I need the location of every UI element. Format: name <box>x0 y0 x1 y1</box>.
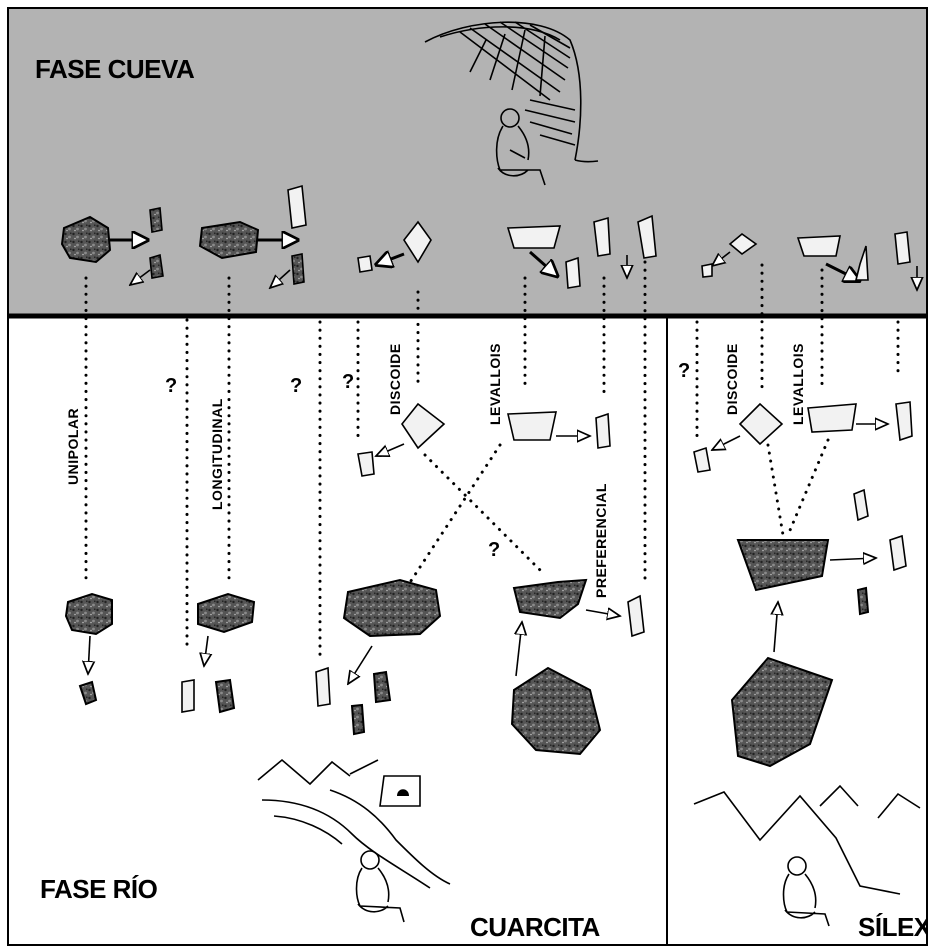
core-icon <box>808 404 856 432</box>
discoide-flint-label: DISCOIDE <box>724 343 740 415</box>
core-icon <box>508 226 560 248</box>
flake-icon <box>358 256 372 272</box>
mountain-icon <box>258 760 920 894</box>
flake-icon <box>890 536 906 570</box>
flake-icon <box>596 414 610 448</box>
core-icon <box>66 594 112 634</box>
river-phase-title: FASE RÍO <box>40 874 158 904</box>
unknown-mark: ? <box>290 375 302 397</box>
core-icon <box>732 658 832 766</box>
discoide-quartzite-label: DISCOIDE <box>387 343 403 415</box>
quartzite-title: CUARCITA <box>470 912 601 942</box>
core-icon <box>514 580 586 618</box>
core-icon <box>80 682 96 704</box>
unknown-mark: ? <box>678 360 690 382</box>
levallois-flint-label: LEVALLOIS <box>790 343 806 425</box>
flake-icon <box>292 254 304 284</box>
levallois-quartzite-label: LEVALLOIS <box>487 343 503 425</box>
core-icon <box>374 672 390 702</box>
flake-icon <box>896 402 912 440</box>
core-icon <box>740 404 782 444</box>
cave-icon <box>397 789 409 796</box>
flint-title: SÍLEX <box>858 912 928 942</box>
preferencial-label: PREFERENCIAL <box>593 483 609 598</box>
flake-icon <box>150 255 163 278</box>
unknown-mark: ? <box>342 371 354 393</box>
longitudinal-label: LONGITUDINAL <box>209 398 225 510</box>
flake-icon <box>854 490 868 520</box>
flake-icon <box>628 596 644 636</box>
core-icon <box>216 680 234 712</box>
flint-artefacts <box>694 402 912 766</box>
quartzite-artefacts <box>66 404 644 754</box>
river-icon <box>262 776 450 888</box>
core-icon <box>198 594 254 632</box>
cave-phase-title: FASE CUEVA <box>35 54 195 84</box>
flake-icon <box>358 452 374 476</box>
unknown-mark: ? <box>488 539 500 561</box>
flake-icon <box>566 258 580 288</box>
unknown-mark: ? <box>165 375 177 397</box>
core-icon <box>352 705 364 734</box>
flake-icon <box>316 668 330 706</box>
core-icon <box>344 580 440 636</box>
flake-icon <box>895 232 910 264</box>
flake-icon <box>702 264 712 277</box>
core-icon <box>858 588 868 614</box>
flake-icon <box>150 208 162 232</box>
core-icon <box>402 404 444 448</box>
flake-icon <box>182 680 194 712</box>
core-icon <box>738 540 828 590</box>
flake-icon <box>694 448 710 472</box>
core-icon <box>512 668 600 754</box>
core-icon <box>508 412 556 440</box>
core-icon <box>798 236 840 256</box>
unipolar-label: UNIPOLAR <box>65 408 81 485</box>
flake-icon <box>288 186 306 228</box>
knapper-icon <box>357 851 405 922</box>
knapper-icon <box>784 857 830 926</box>
